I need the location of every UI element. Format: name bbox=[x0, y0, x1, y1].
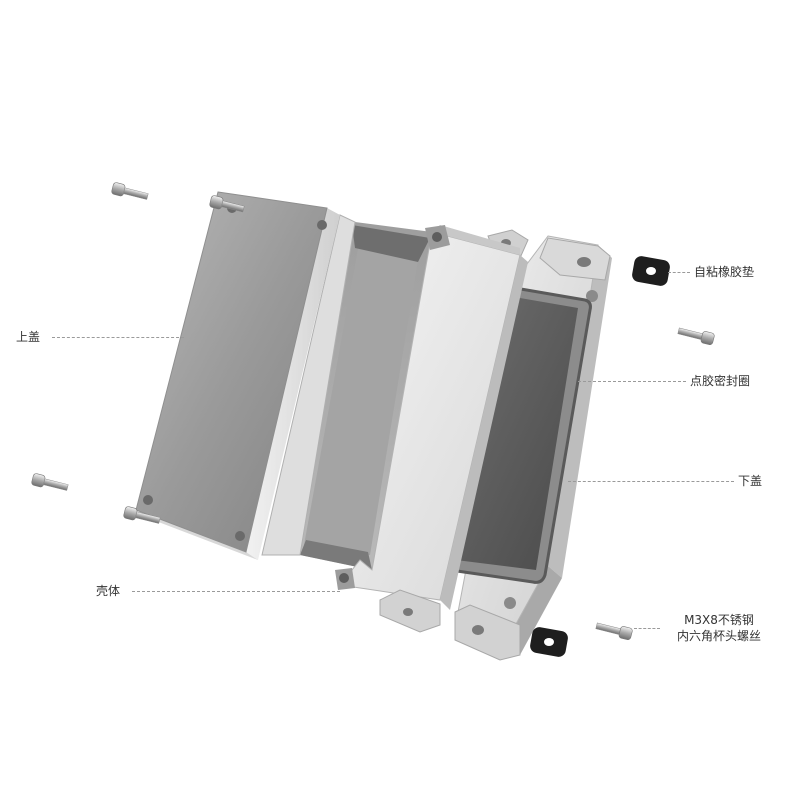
hex-socket-screw-icon bbox=[209, 195, 245, 213]
hex-socket-screw-icon bbox=[111, 182, 149, 200]
rubber-pad-icon bbox=[632, 256, 670, 286]
screw-spec-line1: M3X8不锈钢 bbox=[684, 613, 754, 627]
top-cover-label: 上盖 bbox=[16, 330, 41, 344]
housing-leader bbox=[132, 591, 340, 592]
hex-socket-screw-icon bbox=[595, 622, 633, 641]
seal-ring-label: 点胶密封圈 bbox=[690, 374, 751, 388]
seal-ring-leader bbox=[578, 381, 686, 382]
housing bbox=[261, 214, 528, 633]
bottom-cover-leader bbox=[568, 481, 734, 482]
hex-socket-screw-icon bbox=[123, 506, 161, 524]
rubber-pad-leader bbox=[668, 272, 690, 273]
bottom-cover-label: 下盖 bbox=[738, 474, 763, 488]
top-cover bbox=[135, 191, 340, 560]
screw-leader bbox=[634, 628, 660, 629]
hex-socket-screw-icon bbox=[677, 327, 715, 346]
screw-spec-label: M3X8不锈钢 内六角杯头螺丝 bbox=[664, 612, 774, 644]
rubber-pad-label: 自粘橡胶垫 bbox=[694, 265, 755, 279]
hex-socket-screw-icon bbox=[31, 473, 69, 491]
top-cover-leader bbox=[52, 337, 184, 338]
rubber-pad-icon bbox=[530, 627, 568, 657]
housing-label: 壳体 bbox=[96, 584, 121, 598]
screw-spec-line2: 内六角杯头螺丝 bbox=[676, 629, 761, 643]
